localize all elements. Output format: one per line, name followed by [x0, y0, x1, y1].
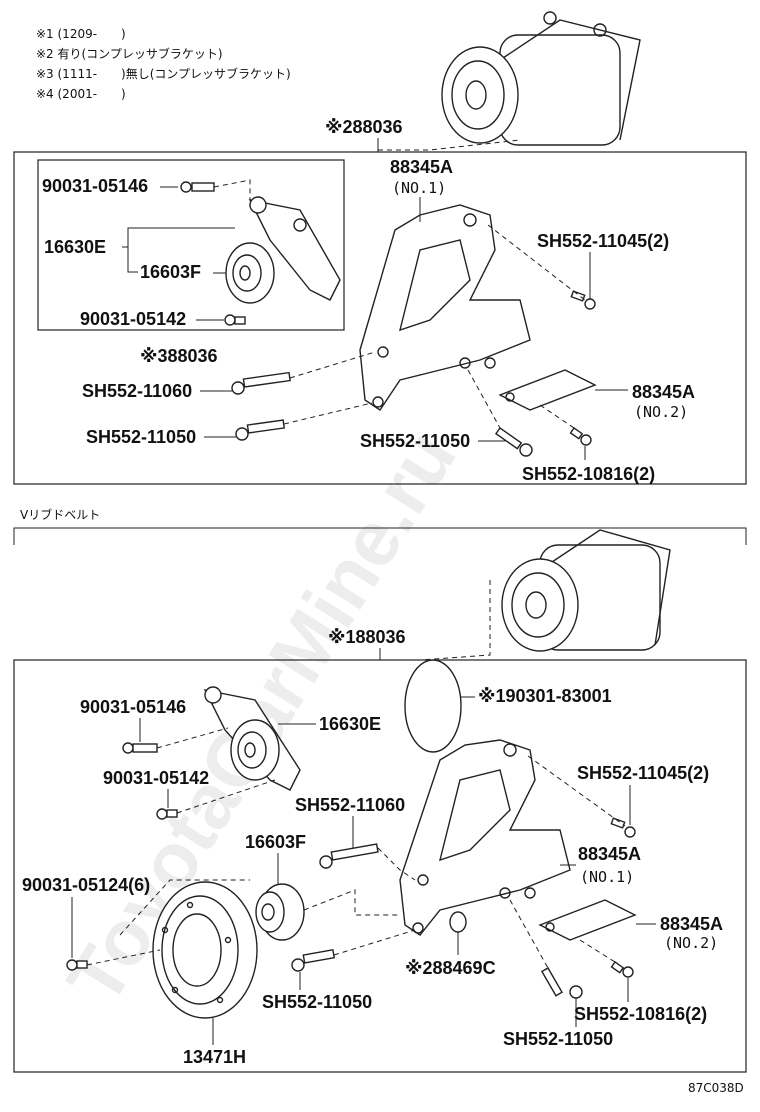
top-bolt-11050-left-label: SH552-11050: [86, 427, 196, 447]
top-bracket-no2-label: 88345A: [632, 382, 695, 402]
bottom-tensioner: [203, 686, 301, 791]
bottom-bolt-11050-right: [540, 967, 583, 999]
top-bolt-11060-label: SH552-11060: [82, 381, 192, 401]
bottom-bolt-05124: [66, 959, 88, 971]
top-inset-tensioner: [248, 196, 341, 301]
bottom-bolt-05142-label: 90031-05142: [103, 768, 209, 788]
bottom-spacer-label: ※288469C: [405, 958, 496, 978]
top-bolt-11050-mid-label: SH552-11050: [360, 431, 470, 451]
bottom-bolt-11050-left: [291, 949, 336, 972]
bottom-idler-pulley: [255, 883, 305, 941]
bottom-bracket-no2: [538, 899, 637, 941]
bottom-bolt-05124-label: 90031-05124(6): [22, 875, 150, 895]
compressor-illustration-bottom: [501, 529, 671, 652]
compressor-illustration-top: [441, 11, 641, 146]
top-inset-bolt-05146-label: 90031-05146: [42, 176, 148, 196]
top-bolt-11045: [570, 290, 596, 310]
bottom-idler-label: 16603F: [245, 832, 306, 852]
top-bracket-no2-sub: (NO.2): [634, 403, 688, 421]
top-assembly-ref: ※288036: [325, 117, 403, 137]
bottom-bolt-11060: [319, 843, 379, 869]
bottom-crank-pulley: [119, 879, 258, 1019]
bottom-assembly-ref: ※188036: [328, 627, 406, 647]
bottom-bolt-11045-label: SH552-11045(2): [577, 763, 709, 783]
top-inset-bolt-05146: [180, 181, 215, 193]
top-bolt-10816: [569, 427, 592, 446]
bottom-pulley-label: 13471H: [183, 1047, 246, 1067]
top-inset-frame: [37, 159, 345, 331]
bottom-bolt-11050-right-label: SH552-11050: [503, 1029, 613, 1049]
top-inset-tensioner-label: 16630E: [44, 237, 106, 257]
note-2: ※2 有り(コンプレッサブラケット): [36, 46, 223, 61]
bottom-gasket-label: ※190301-83001: [478, 686, 612, 706]
top-bolt-11050-left: [235, 419, 285, 441]
top-inset-bolt-05142: [224, 314, 246, 326]
bottom-spacer: [449, 911, 467, 933]
bottom-bolt-11050-left-label: SH552-11050: [262, 992, 372, 1012]
top-inset-idler-label: 16603F: [140, 262, 201, 282]
bottom-bracket-no1-sub: (NO.1): [580, 868, 634, 886]
bottom-bolt-10816: [610, 961, 634, 978]
section-title: Vリブドベルト: [20, 507, 100, 522]
bottom-bracket-no1-label: 88345A: [578, 844, 641, 864]
top-inset-idler-pulley: [225, 242, 275, 304]
bottom-gasket: [404, 659, 462, 753]
top-bolt-11045-label: SH552-11045(2): [537, 231, 669, 251]
bottom-bolt-11060-label: SH552-11060: [295, 795, 405, 815]
bottom-section-frame: [13, 659, 747, 1073]
note-4: ※4 (2001- ): [36, 87, 126, 101]
top-bolt-10816-label: SH552-10816(2): [522, 464, 655, 484]
diagram-code: 87C038D: [688, 1081, 744, 1095]
bottom-bolt-05146-label: 90031-05146: [80, 697, 186, 717]
top-inset-bolt-05142-label: 90031-05142: [80, 309, 186, 329]
top-bolt-11060: [231, 371, 291, 395]
top-bracket-no2: [498, 369, 597, 411]
bottom-bolt-05146: [122, 742, 158, 754]
top-bracket-no1-label: 88345A: [390, 157, 453, 177]
note-1: ※1 (1209- ): [36, 27, 126, 41]
bottom-tensioner-label: 16630E: [319, 714, 381, 734]
bottom-bolt-10816-label: SH552-10816(2): [574, 1004, 707, 1024]
note-3: ※3 (1111- )無し(コンプレッサブラケット): [36, 66, 291, 81]
top-bolt-11050-mid: [495, 427, 533, 457]
bottom-bolt-11045: [610, 817, 636, 838]
bottom-bolt-05142: [156, 808, 178, 820]
top-inset-assembly-ref: ※388036: [140, 346, 218, 366]
top-section-frame: [13, 151, 747, 485]
top-bracket-no1: [359, 204, 531, 411]
bottom-bracket-no1: [399, 739, 571, 936]
top-bracket-no1-sub: (NO.1): [392, 179, 446, 197]
bottom-bracket-no2-label: 88345A: [660, 914, 723, 934]
bottom-bracket-no2-sub: (NO.2): [664, 934, 718, 952]
